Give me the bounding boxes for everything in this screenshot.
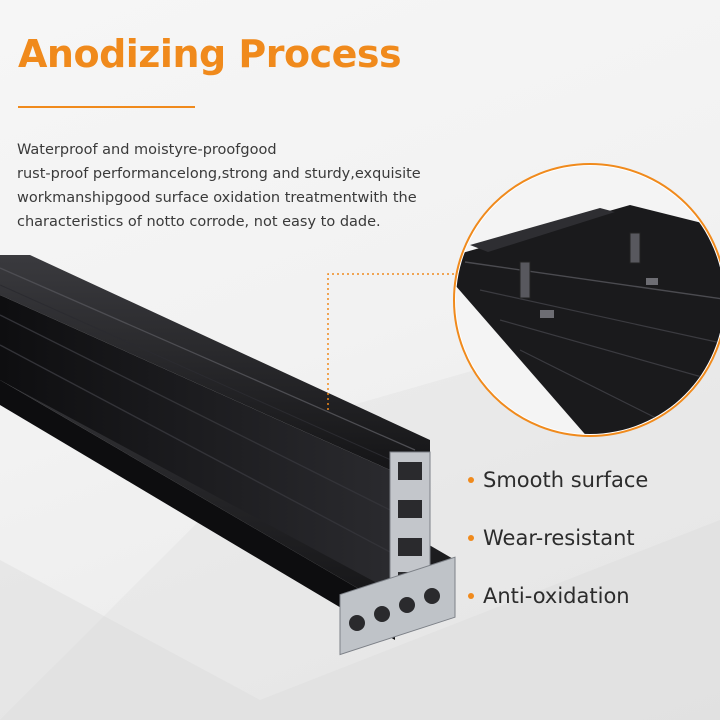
title-underline: [18, 106, 195, 108]
description-line: Waterproof and moistyre-proofgood: [17, 142, 277, 158]
description-line: characteristics of notto corrode, not ea…: [17, 214, 381, 230]
bullet-dot-icon: [468, 535, 474, 541]
extrusion-end-faces: [339, 451, 456, 656]
extrusion-bar-upper: [0, 255, 430, 590]
leader-line: [327, 273, 460, 410]
feature-item: Wear-resistant: [468, 526, 635, 550]
description-line: workmanshipgood surface oxidation treatm…: [17, 190, 417, 206]
zoom-detail-circle: [453, 163, 720, 437]
bullet-dot-icon: [468, 593, 474, 599]
bullet-dot-icon: [468, 477, 474, 483]
description-paragraph: Waterproof and moistyre-proofgood rust-p…: [17, 138, 447, 234]
feature-label: Smooth surface: [483, 468, 649, 492]
feature-item: Smooth surface: [468, 468, 648, 492]
feature-item: Anti-oxidation: [468, 584, 630, 608]
feature-label: Anti-oxidation: [483, 584, 630, 608]
page-title: Anodizing Process: [18, 32, 402, 76]
description-line: rust-proof performancelong,strong and st…: [17, 166, 421, 182]
feature-label: Wear-resistant: [483, 526, 635, 550]
